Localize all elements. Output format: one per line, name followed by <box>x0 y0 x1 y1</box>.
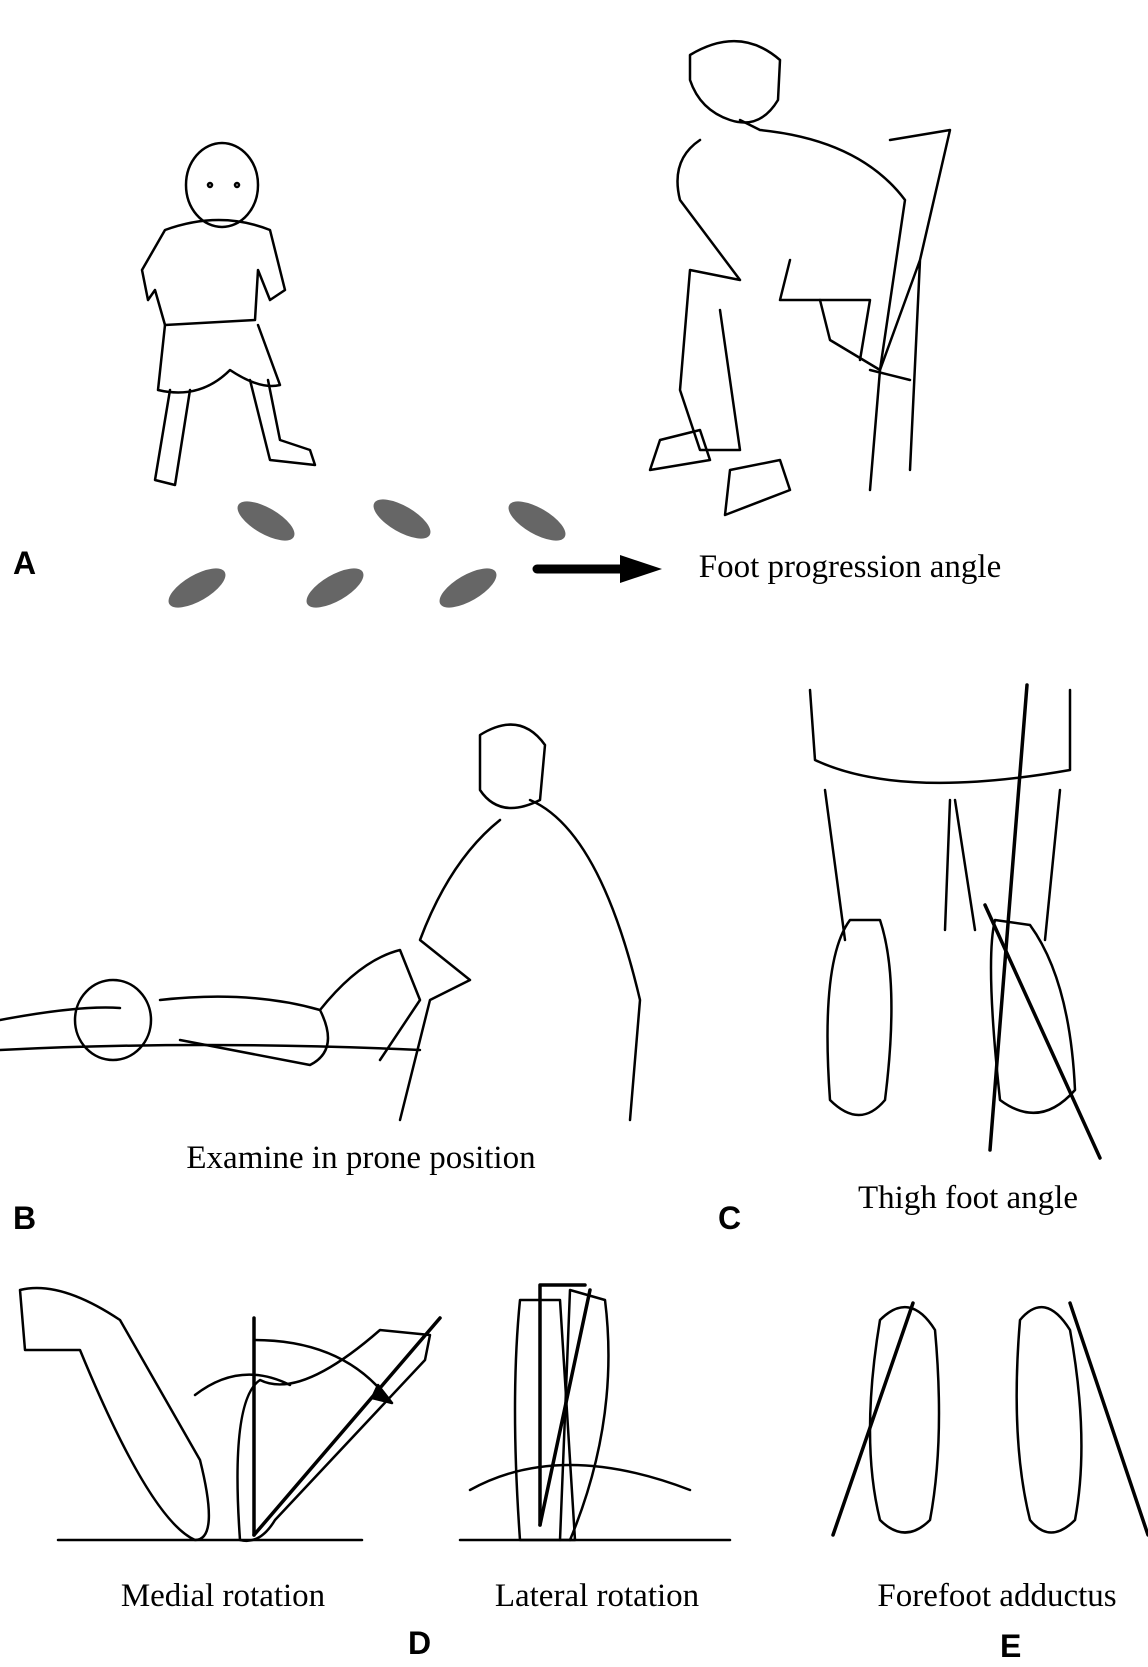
caption-medial-rotation: Medial rotation <box>120 1578 326 1614</box>
medial-rotation-illustration <box>18 1286 442 1543</box>
panel-label-a: A <box>13 545 37 581</box>
footprint <box>168 568 226 608</box>
footprint <box>306 568 364 608</box>
panel-label-d: D <box>408 1625 432 1661</box>
panel-label-e: E <box>1000 1628 1022 1664</box>
caption-thigh-foot-angle: Thigh foot angle <box>858 1180 1078 1216</box>
caption-forefoot-adductus: Forefoot adductus <box>877 1578 1117 1614</box>
prone-exam-illustration <box>0 723 642 1122</box>
panel-label-b: B <box>13 1200 37 1236</box>
footprint <box>373 499 431 539</box>
lateral-rotation-illustration <box>458 1283 732 1542</box>
panel-label-c: C <box>718 1200 742 1236</box>
footprint <box>237 501 295 541</box>
seated-examiner-illustration <box>648 39 952 517</box>
footprint <box>439 568 497 608</box>
footprints <box>168 499 566 608</box>
forefoot-adductus-illustration <box>831 1301 1148 1537</box>
caption-lateral-rotation: Lateral rotation <box>494 1578 700 1614</box>
toddler-illustration <box>140 141 317 487</box>
thigh-foot-angle-illustration <box>808 683 1102 1160</box>
footprint <box>508 501 566 541</box>
caption-foot-progression-angle: Foot progression angle <box>698 549 1002 585</box>
caption-prone-position: Examine in prone position <box>186 1140 536 1176</box>
arrow-right-icon <box>532 555 662 583</box>
